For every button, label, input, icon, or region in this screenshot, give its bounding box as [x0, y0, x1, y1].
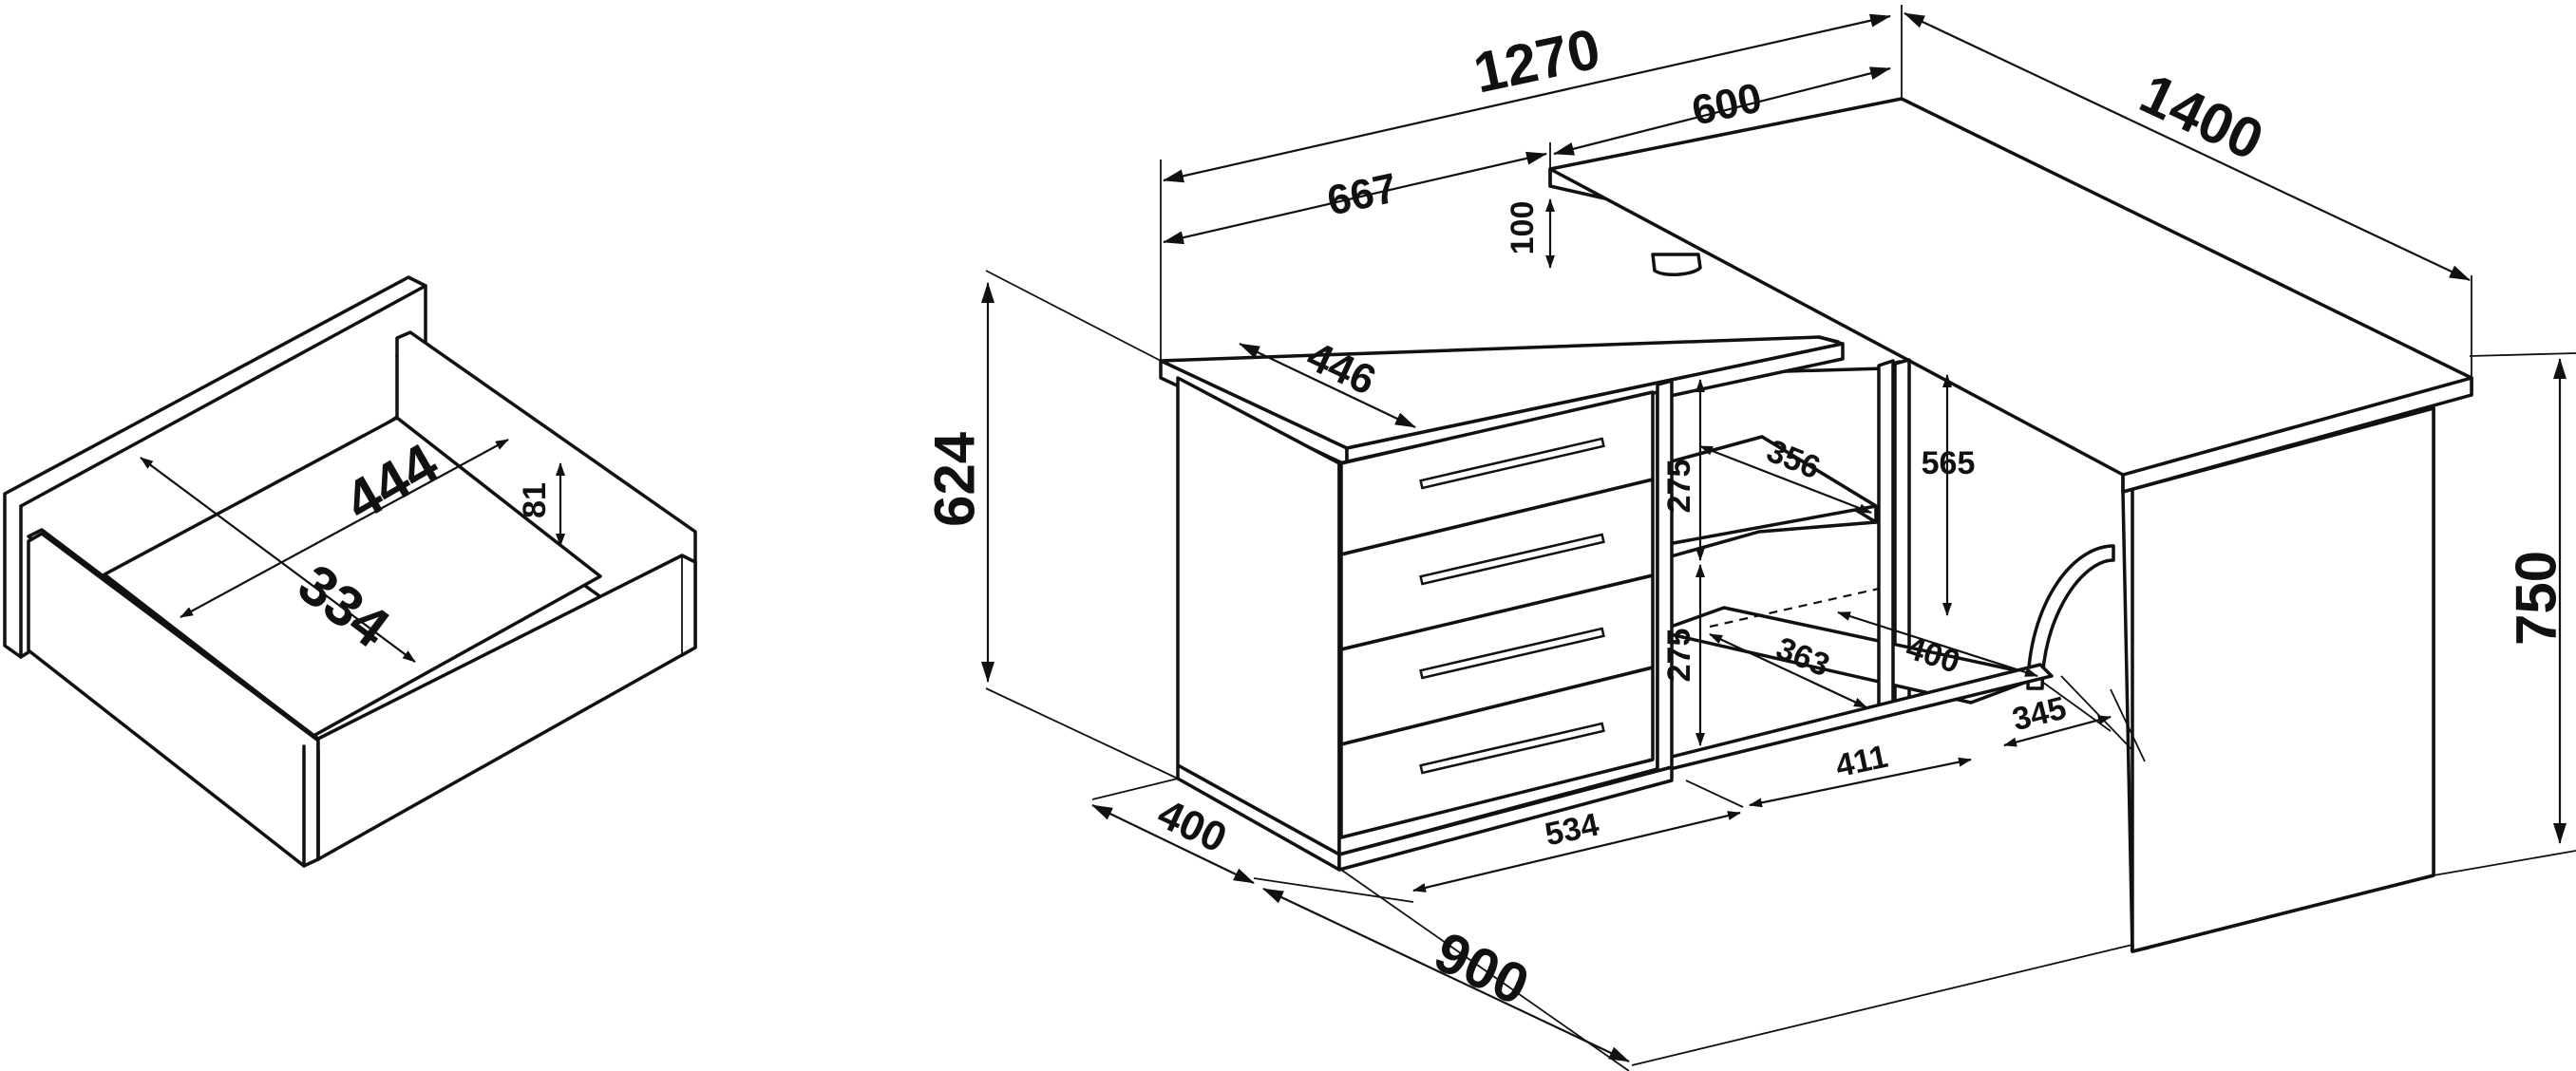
- dim-label-565: 565: [1922, 445, 1976, 481]
- desk-side-leg: [2121, 406, 2435, 953]
- dim-label-275-lower: 275: [1661, 629, 1697, 683]
- hidden-edge: [1709, 587, 1880, 629]
- dim-label-1270: 1270: [1468, 16, 1605, 104]
- dim-line-345: [2003, 715, 2112, 747]
- dim-line-446: [1239, 343, 1416, 428]
- dim-label-1400: 1400: [2131, 61, 2272, 172]
- dim-label-750: 750: [2505, 551, 2568, 646]
- dim-line-400-base: [1091, 804, 1255, 884]
- dim-line-444: [180, 439, 509, 618]
- shelf-unit-right-wall: [1877, 359, 1895, 714]
- dim-label-100: 100: [1505, 201, 1541, 255]
- dim-label-600: 600: [1688, 74, 1766, 134]
- desk-illustration: [1159, 97, 2473, 953]
- dim-line-600: [1553, 66, 1891, 156]
- dim-line-411: [1749, 757, 1972, 808]
- dim-line-363: [1709, 633, 1867, 708]
- dim-line-400-inner: [1837, 611, 2038, 678]
- drawer-handle-3: [1419, 627, 1605, 680]
- dim-line-356: [1699, 444, 1872, 515]
- support-knob: [1651, 253, 1702, 276]
- cabinet-drawers: [1339, 390, 1655, 839]
- dim-line-667: [1163, 151, 1547, 245]
- drawer-handle-2: [1419, 533, 1605, 586]
- dim-line-900: [1262, 888, 1630, 1062]
- dim-label-275-upper: 275: [1661, 460, 1697, 514]
- dim-label-667: 667: [1323, 164, 1401, 224]
- dim-label-624: 624: [923, 431, 987, 527]
- drawer-handle-1: [1419, 437, 1605, 490]
- dim-line-534: [1412, 811, 1741, 892]
- drawer-handle-4: [1419, 722, 1605, 775]
- dim-line-1400: [1904, 12, 2471, 281]
- cable-arch: [2026, 544, 2115, 690]
- dim-label-900: 900: [1425, 919, 1538, 1017]
- dim-label-81: 81: [517, 482, 553, 518]
